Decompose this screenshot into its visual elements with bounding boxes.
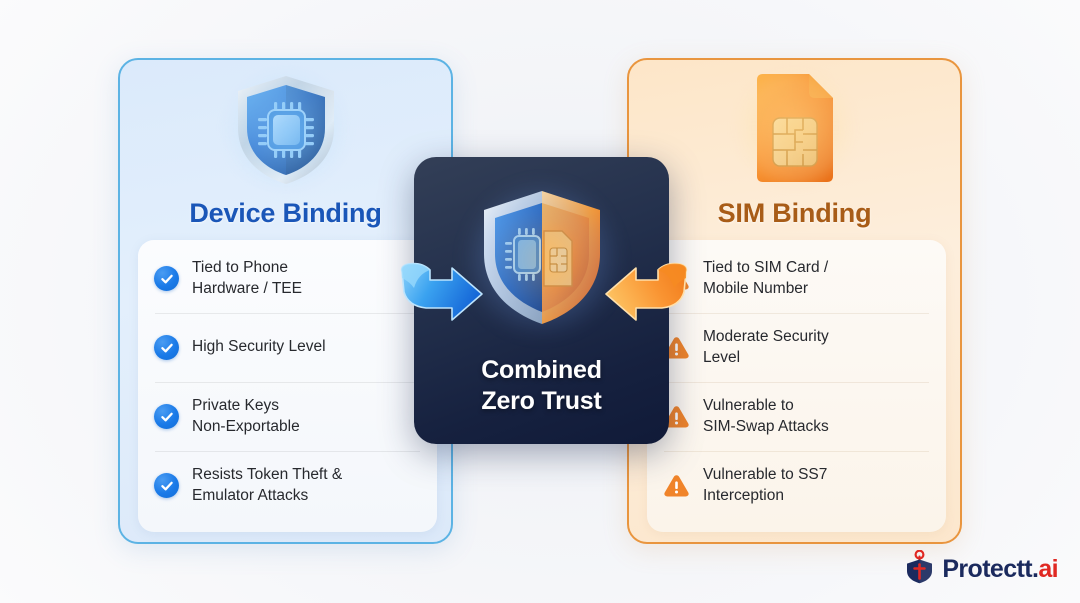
list-item: Moderate Security Level: [647, 313, 946, 382]
list-item-label: High Security Level: [192, 338, 326, 356]
list-item: Tied to Phone Hardware / TEE: [138, 244, 437, 313]
list-item: Private Keys Non-Exportable: [138, 382, 437, 451]
combined-zero-trust-card: Combined Zero Trust: [414, 157, 669, 444]
sim-binding-feature-list: Tied to SIM Card / Mobile Number Moderat…: [647, 240, 946, 532]
list-item: Vulnerable to SIM-Swap Attacks: [647, 382, 946, 451]
protectt-shield-logo-icon: [904, 549, 935, 589]
check-circle-icon: [154, 404, 179, 429]
device-binding-panel: Device Binding Tied to Phone Hardware / …: [118, 58, 453, 544]
split-shield-chip-sim-icon: [462, 179, 621, 339]
list-item: Vulnerable to SS7 Interception: [647, 451, 946, 520]
list-item: High Security Level: [138, 313, 437, 382]
check-circle-icon: [154, 473, 179, 498]
page-title-sim-binding: SIM Binding: [717, 198, 872, 228]
list-item-label: Tied to SIM Card / Mobile Number: [703, 258, 829, 297]
sim-card-icon: [731, 66, 859, 190]
protectt-ai-logo: Protectt.ai: [904, 549, 1059, 589]
logo-wordmark: Protectt.ai: [942, 557, 1058, 582]
check-circle-icon: [154, 266, 179, 291]
list-item: Tied to SIM Card / Mobile Number: [647, 244, 946, 313]
device-binding-feature-list: Tied to Phone Hardware / TEE High Securi…: [138, 240, 437, 532]
list-item-label: Vulnerable to SIM-Swap Attacks: [703, 396, 829, 435]
list-item-label: Resists Token Theft & Emulator Attacks: [192, 465, 343, 504]
list-item-label: Vulnerable to SS7 Interception: [703, 465, 828, 504]
list-item: Resists Token Theft & Emulator Attacks: [138, 451, 437, 520]
page-title-device-binding: Device Binding: [189, 198, 382, 228]
logo-text-accent: ai: [1038, 555, 1058, 583]
check-circle-icon: [154, 335, 179, 360]
list-item-label: Moderate Security Level: [703, 327, 829, 366]
sim-binding-panel: SIM Binding Tied to SIM Card / Mobile Nu…: [627, 58, 962, 544]
warning-triangle-icon: [663, 404, 690, 429]
warning-triangle-icon: [663, 473, 690, 498]
list-item-label: Tied to Phone Hardware / TEE: [192, 258, 302, 297]
list-item-label: Private Keys Non-Exportable: [192, 396, 300, 435]
combined-zero-trust-label: Combined Zero Trust: [481, 356, 602, 415]
warning-triangle-icon: [663, 335, 690, 360]
logo-text-primary: Protectt.: [942, 555, 1039, 583]
shield-chip-icon: [220, 68, 351, 192]
